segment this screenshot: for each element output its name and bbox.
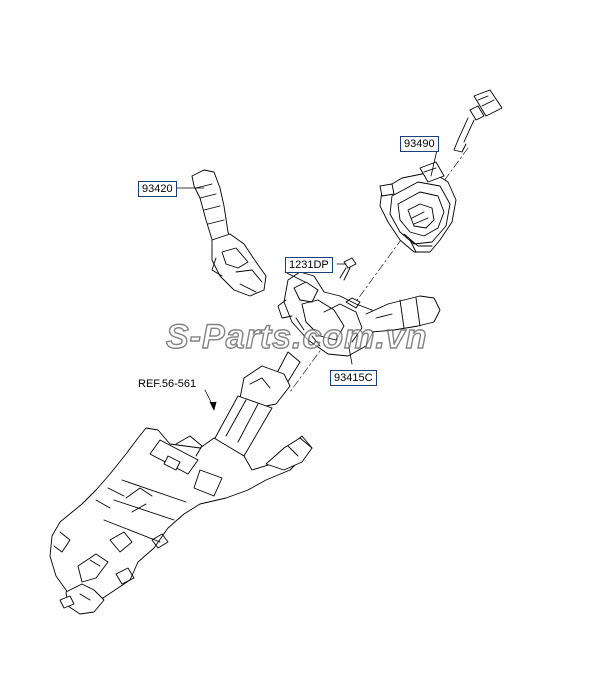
column-lower-end: [59, 583, 105, 615]
part-label-93490[interactable]: 93490: [400, 136, 439, 152]
multifunction-switch-body: [277, 271, 441, 357]
part-label-93415c[interactable]: 93415C: [330, 370, 377, 386]
part-label-1231dp[interactable]: 1231DP: [285, 257, 333, 273]
leader-lines: [176, 149, 438, 411]
leader-1231dp: [284, 271, 306, 283]
part-label-93420[interactable]: 93420: [138, 181, 177, 197]
leader-93490: [430, 149, 438, 177]
light-switch-stalk: [191, 169, 267, 297]
screw-part: [339, 257, 357, 281]
leader-ref-arrowhead: [209, 401, 217, 411]
reference-label: REF.56-561: [138, 378, 197, 390]
column-housing: [49, 427, 313, 605]
column-upper-shaft: [213, 351, 301, 457]
leader-93415c: [347, 341, 353, 365]
clock-spring-assembly: [379, 161, 457, 253]
clock-spring-connector: [453, 89, 503, 153]
